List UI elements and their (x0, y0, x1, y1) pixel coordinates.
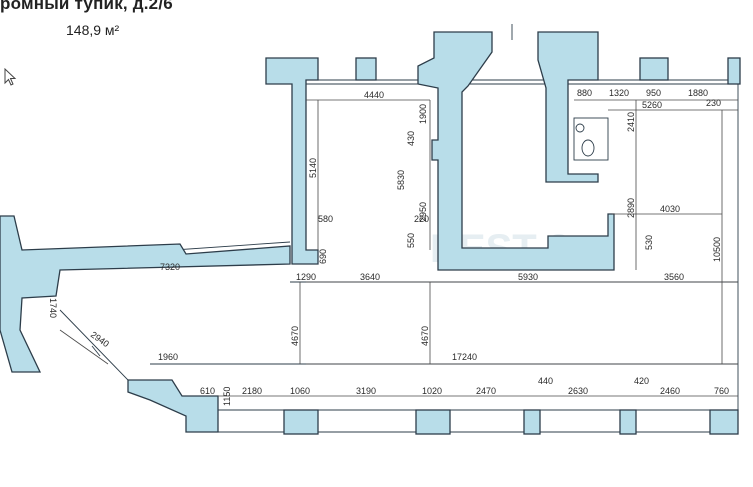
dim-5140: 5140 (308, 158, 318, 178)
wall-pier-bottom-1 (283, 409, 319, 435)
dimension-lines (59, 99, 738, 397)
wall-pier-bottom-3 (523, 409, 541, 435)
dim-760: 760 (714, 386, 729, 396)
wall-lower-left (127, 379, 219, 433)
wall-pier-bottom-4 (619, 409, 637, 435)
dim-1290: 1290 (296, 272, 316, 282)
dim-3640: 3640 (360, 272, 380, 282)
dim-5930: 5930 (518, 272, 538, 282)
dim-2630: 2630 (568, 386, 588, 396)
dim-1880: 1880 (688, 88, 708, 98)
dim-2470: 2470 (476, 386, 496, 396)
dim-1960: 1960 (158, 352, 178, 362)
bathroom (573, 117, 609, 161)
dim-1150: 1150 (222, 387, 232, 406)
dim-530: 530 (644, 235, 654, 250)
dim-2410: 2410 (626, 112, 636, 132)
dim-1900: 1900 (418, 104, 428, 124)
dim-5260: 5260 (642, 100, 662, 110)
wall-left-annex (0, 215, 291, 373)
dim-580: 580 (318, 214, 333, 224)
dim-1320: 1320 (609, 88, 629, 98)
dim-4670-left: 4670 (290, 326, 300, 346)
wall-pier-top-2 (639, 57, 669, 81)
dim-690: 690 (318, 249, 328, 264)
door-marks (91, 24, 513, 357)
dim-220: 220 (414, 214, 429, 224)
dim-1060: 1060 (290, 386, 310, 396)
dim-950: 950 (646, 88, 661, 98)
dim-3560: 3560 (664, 272, 684, 282)
wall-right-column (537, 31, 599, 183)
dim-7320: 7320 (160, 262, 180, 272)
wall-pier-bottom-2 (415, 409, 451, 435)
dim-880: 880 (577, 88, 592, 98)
dim-550: 550 (406, 233, 416, 248)
dim-2950: 2950 (418, 202, 428, 222)
dim-4440: 4440 (364, 90, 384, 100)
dim-440: 440 (538, 376, 553, 386)
dim-3190: 3190 (356, 386, 376, 396)
dim-2460: 2460 (660, 386, 680, 396)
dim-2890: 2890 (626, 198, 636, 218)
dim-420: 420 (634, 376, 649, 386)
walls (0, 31, 741, 435)
dim-4030: 4030 (660, 204, 680, 214)
wall-pier-top-3 (727, 57, 741, 85)
wall-central-column (417, 31, 615, 271)
dim-430: 430 (406, 131, 416, 146)
mouse-pointer-icon (4, 68, 17, 86)
toilet-icon (581, 139, 595, 157)
dim-230: 230 (706, 98, 721, 108)
dim-1020: 1020 (422, 386, 442, 396)
dim-1740: 1740 (48, 298, 58, 318)
sink-icon (575, 123, 585, 133)
dim-5830: 5830 (396, 170, 406, 190)
area-label: 148,9 м² (66, 22, 120, 38)
wall-pier-top-1 (355, 57, 377, 81)
page-title: ромный тупик, д.2/6 (0, 0, 173, 13)
dim-4670-center: 4670 (420, 326, 430, 346)
wall-pier-bottom-5 (709, 409, 739, 435)
dim-2180: 2180 (242, 386, 262, 396)
dim-10500: 10500 (712, 237, 722, 262)
dim-610: 610 (200, 386, 215, 396)
dim-17240: 17240 (452, 352, 477, 362)
